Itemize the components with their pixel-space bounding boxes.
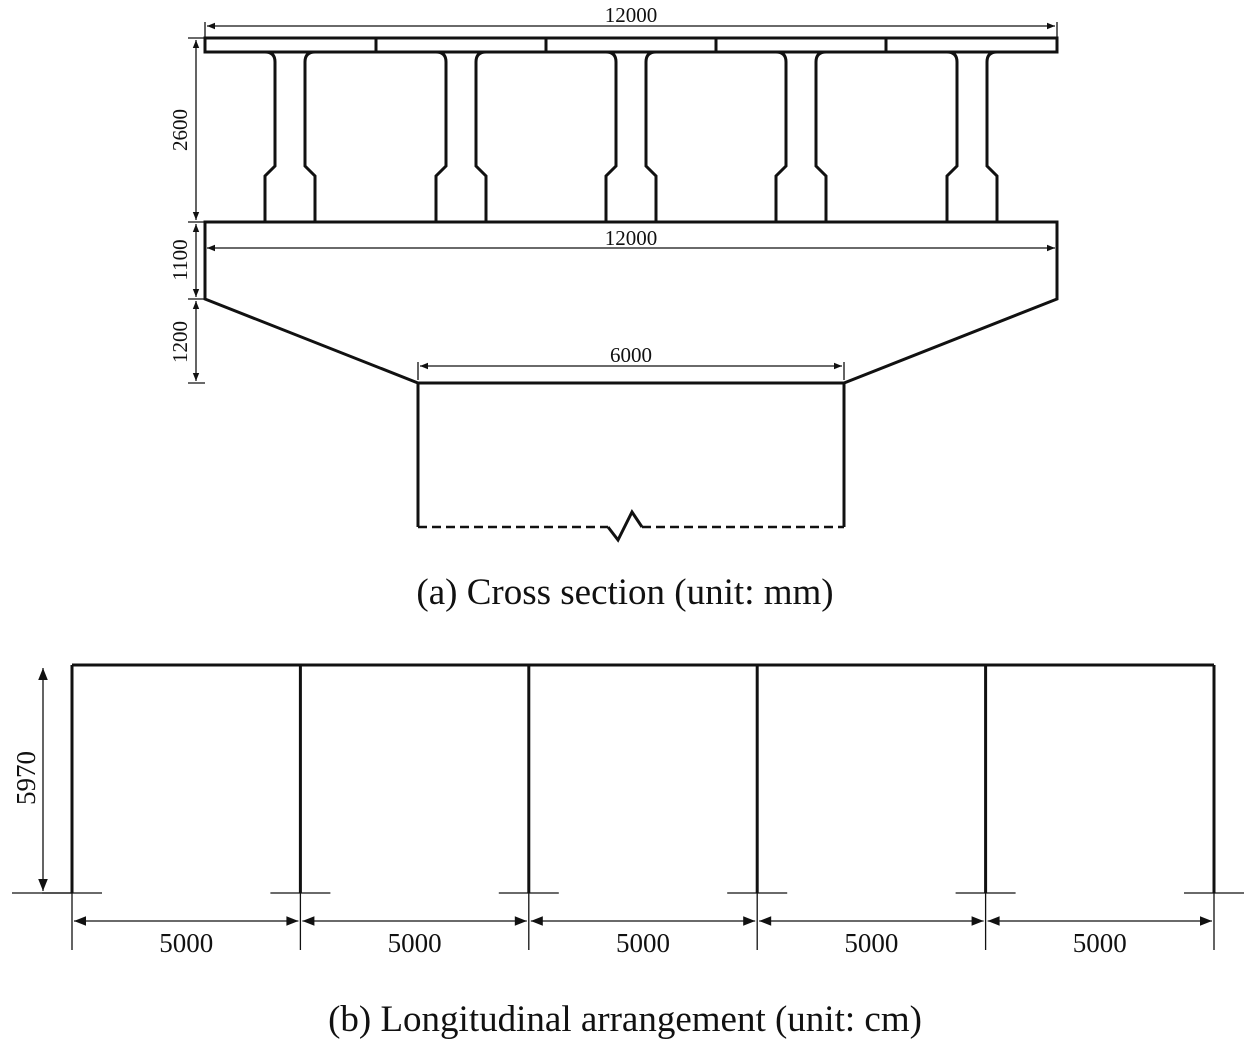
span-label-1: 5000 [388,928,442,958]
dim-cap-upper-label: 1100 [168,239,192,280]
span-label-3: 5000 [844,928,898,958]
web-right-2 [644,50,658,222]
web-left-1 [434,50,448,222]
web-right-4 [985,50,999,222]
pier-column [416,383,846,543]
dim-pier-width-label: 6000 [610,343,652,367]
caption-cross-section: (a) Cross section (unit: mm) [416,572,833,613]
web-right-1 [474,50,488,222]
break-symbol [606,509,644,543]
web-right-3 [814,50,828,222]
dim-cap-width: 12000 [207,226,1055,252]
web-right-0 [303,50,317,222]
web-left-2 [604,50,618,222]
dim-cap-width-label: 12000 [605,226,658,250]
girder-webs [263,50,999,222]
dim-deck-width: 12000 [204,3,1058,38]
span-dimensions: 5000 5000 5000 5000 5000 [74,916,1212,958]
span-label-0: 5000 [159,928,213,958]
span-label-4: 5000 [1073,928,1127,958]
cross-section-view: 12000 12000 6000 2600 1100 1200 (a) [168,3,1059,613]
caption-longitudinal: (b) Longitudinal arrangement (unit: cm) [328,999,922,1040]
dim-vertical-chain: 2600 1100 1200 [168,37,205,384]
web-left-3 [774,50,788,222]
dim-cap-taper-label: 1200 [168,321,192,363]
web-left-0 [263,50,277,222]
span-label-2: 5000 [616,928,670,958]
dim-deck-width-label: 12000 [605,3,658,27]
web-left-4 [945,50,959,222]
deck-joints [374,38,888,52]
dim-girder-height-label: 2600 [168,109,192,151]
dim-pier-height: 5970 [11,668,48,891]
dim-pier-width: 6000 [417,343,845,380]
deck-slab [203,36,1059,54]
longitudinal-view: 5970 5000 5000 5000 5000 5000 (b) Longitudin… [11,663,1244,1040]
piers [12,665,1244,950]
dim-pier-height-label: 5970 [11,751,41,805]
